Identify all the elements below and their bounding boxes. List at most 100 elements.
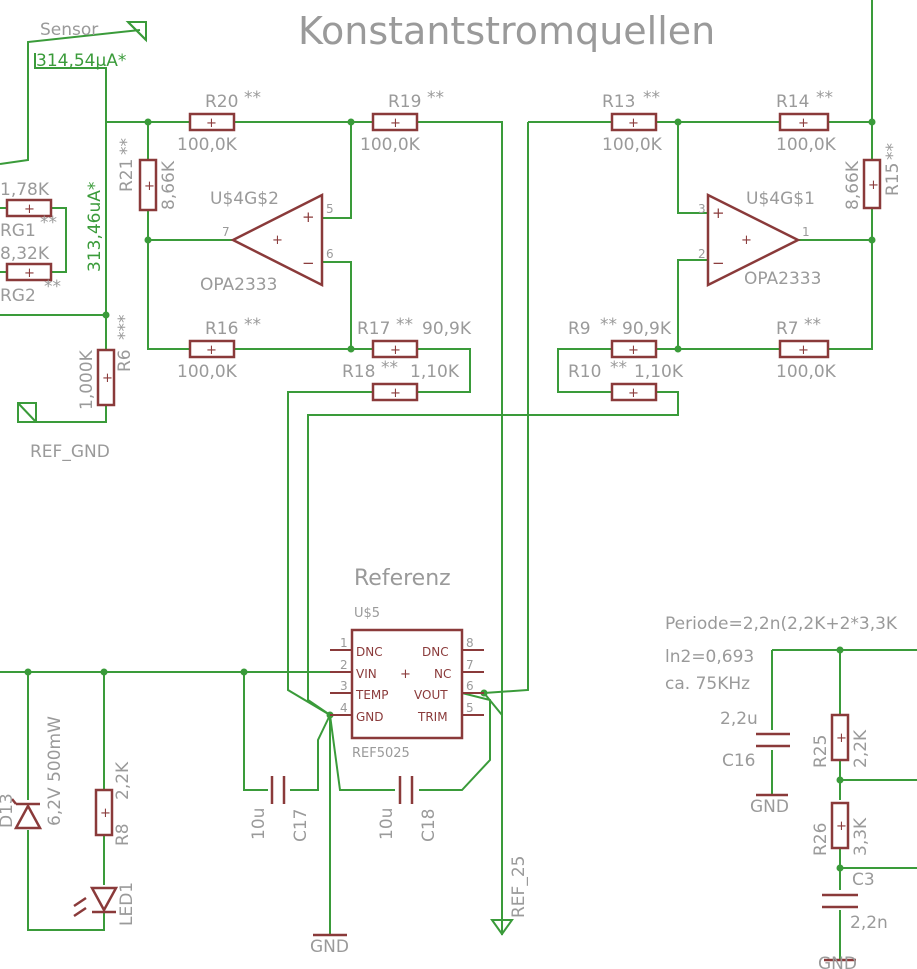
u5-pin6-name: VOUT [414,688,448,702]
svg-text:+: + [798,116,809,131]
rg1-value: 1,78K [0,180,50,200]
u5-pin3-num: 3 [340,679,348,693]
resistor-r20 [188,112,236,132]
gnd-label: GND [310,937,349,957]
u5-part: REF5025 [352,746,410,761]
op2-pin-minus: 6 [326,247,334,261]
d13-value: 6,2V 500mW [45,716,65,826]
opamp-u4g2 [230,192,324,288]
osc-ln2: ln2=0,693 [665,647,754,667]
referenz-title: Referenz [354,566,451,591]
u5-pin3-name: TEMP [355,688,389,702]
c3-name: C3 [852,870,875,890]
u5-pin1-num: 1 [340,636,348,650]
r21-name: R21 [117,159,137,192]
loop-current: 313,46uA* [85,182,105,272]
svg-text:+: + [102,371,113,386]
r13-stars: ** [643,88,660,108]
rg2-value: 8,32K [0,244,50,264]
u5-pin8-name: DNC [422,645,449,659]
r21-value: 8,66K [159,160,179,210]
r6-stars: *** [115,315,135,341]
c17-name: C17 [291,808,311,842]
r15-value: 8,66K [843,160,863,210]
u5-pin1-name: DNC [356,645,383,659]
sensor-label: Sensor [40,20,98,40]
op2-pin-plus: 5 [326,202,334,216]
r8-value: 2,2K [113,761,133,800]
rg2-name: RG2 [0,286,36,306]
resistor-r6 [96,348,116,407]
r26-name: R26 [811,823,831,856]
r16-value: 100,0K [177,362,238,382]
resistor-r25 [830,713,850,762]
r17-stars: ** [396,315,413,335]
part-origin-markers: +++ +++ +++ +++ +++ +++ +++ +− +− [24,116,879,834]
svg-text:+: + [628,386,639,401]
u5-pin5-name: TRIM [417,710,448,724]
c3-value: 2,2n [850,913,888,933]
r9-value: 90,9K [622,319,672,339]
r7-name: R7 [776,319,799,339]
u5-pin5-num: 5 [466,701,474,715]
op1-pin-minus: 2 [698,247,706,261]
c16-name: C16 [722,751,756,771]
capacitor-c3 [822,893,858,909]
u5-pin4-num: 4 [340,701,348,715]
svg-text:+: + [628,116,639,131]
r19-stars: ** [427,88,444,108]
r13-value: 100,0K [602,135,663,155]
svg-text:−: − [302,254,315,272]
r14-name: R14 [776,92,809,112]
resistor-r10 [610,382,658,402]
opamp-u4g1 [706,192,801,288]
svg-text:+: + [868,178,879,193]
op1-name: U$4G$1 [746,189,815,209]
d13-name: D13 [0,793,17,828]
sensor-current: 314,54µA* [36,51,126,71]
c17-value: 10u [249,808,269,840]
svg-text:+: + [798,343,809,358]
u5-pin8-num: 8 [466,636,474,650]
op2-name: U$4G$2 [210,189,279,209]
op1-pin-plus: 3 [698,202,706,216]
r20-name: R20 [205,92,238,112]
resistor-r17 [371,339,419,359]
resistor-rg2 [5,262,53,282]
svg-text:−: − [712,254,725,272]
led-led1 [73,886,119,918]
r26-value: 3,3K [851,817,871,856]
ref-gnd-label: REF_GND [30,442,110,462]
resistor-r21 [138,158,158,212]
page-title: Konstantstromquellen [298,9,715,53]
r16-stars: ** [244,315,261,335]
r15-name: R15 [883,163,903,196]
svg-text:+: + [741,233,752,248]
r25-value: 2,2K [851,729,871,768]
svg-text:+: + [400,667,411,682]
resistor-r26 [830,801,850,850]
capacitor-c17 [270,776,286,804]
svg-text:+: + [24,266,35,281]
r10-stars: ** [610,358,627,378]
c16-gnd-label: GND [750,797,789,817]
ref25-port-icon [490,919,514,936]
svg-text:+: + [272,233,283,248]
r21-stars: ** [117,138,137,155]
svg-text:+: + [712,204,725,222]
svg-text:+: + [302,208,315,226]
r7-value: 100,0K [776,362,837,382]
resistor-r14 [778,112,830,132]
r7-stars: ** [804,315,821,335]
r19-name: R19 [388,92,421,112]
r13-name: R13 [602,92,635,112]
r18-stars: ** [381,358,398,378]
c18-value: 10u [377,808,397,840]
resistor-r8 [94,788,114,837]
svg-text:+: + [390,116,401,131]
u5-pin2-num: 2 [340,658,348,672]
u5-pin6-num: 6 [466,679,474,693]
svg-text:+: + [206,116,217,131]
r18-name: R18 [342,362,375,382]
svg-text:+: + [390,343,401,358]
